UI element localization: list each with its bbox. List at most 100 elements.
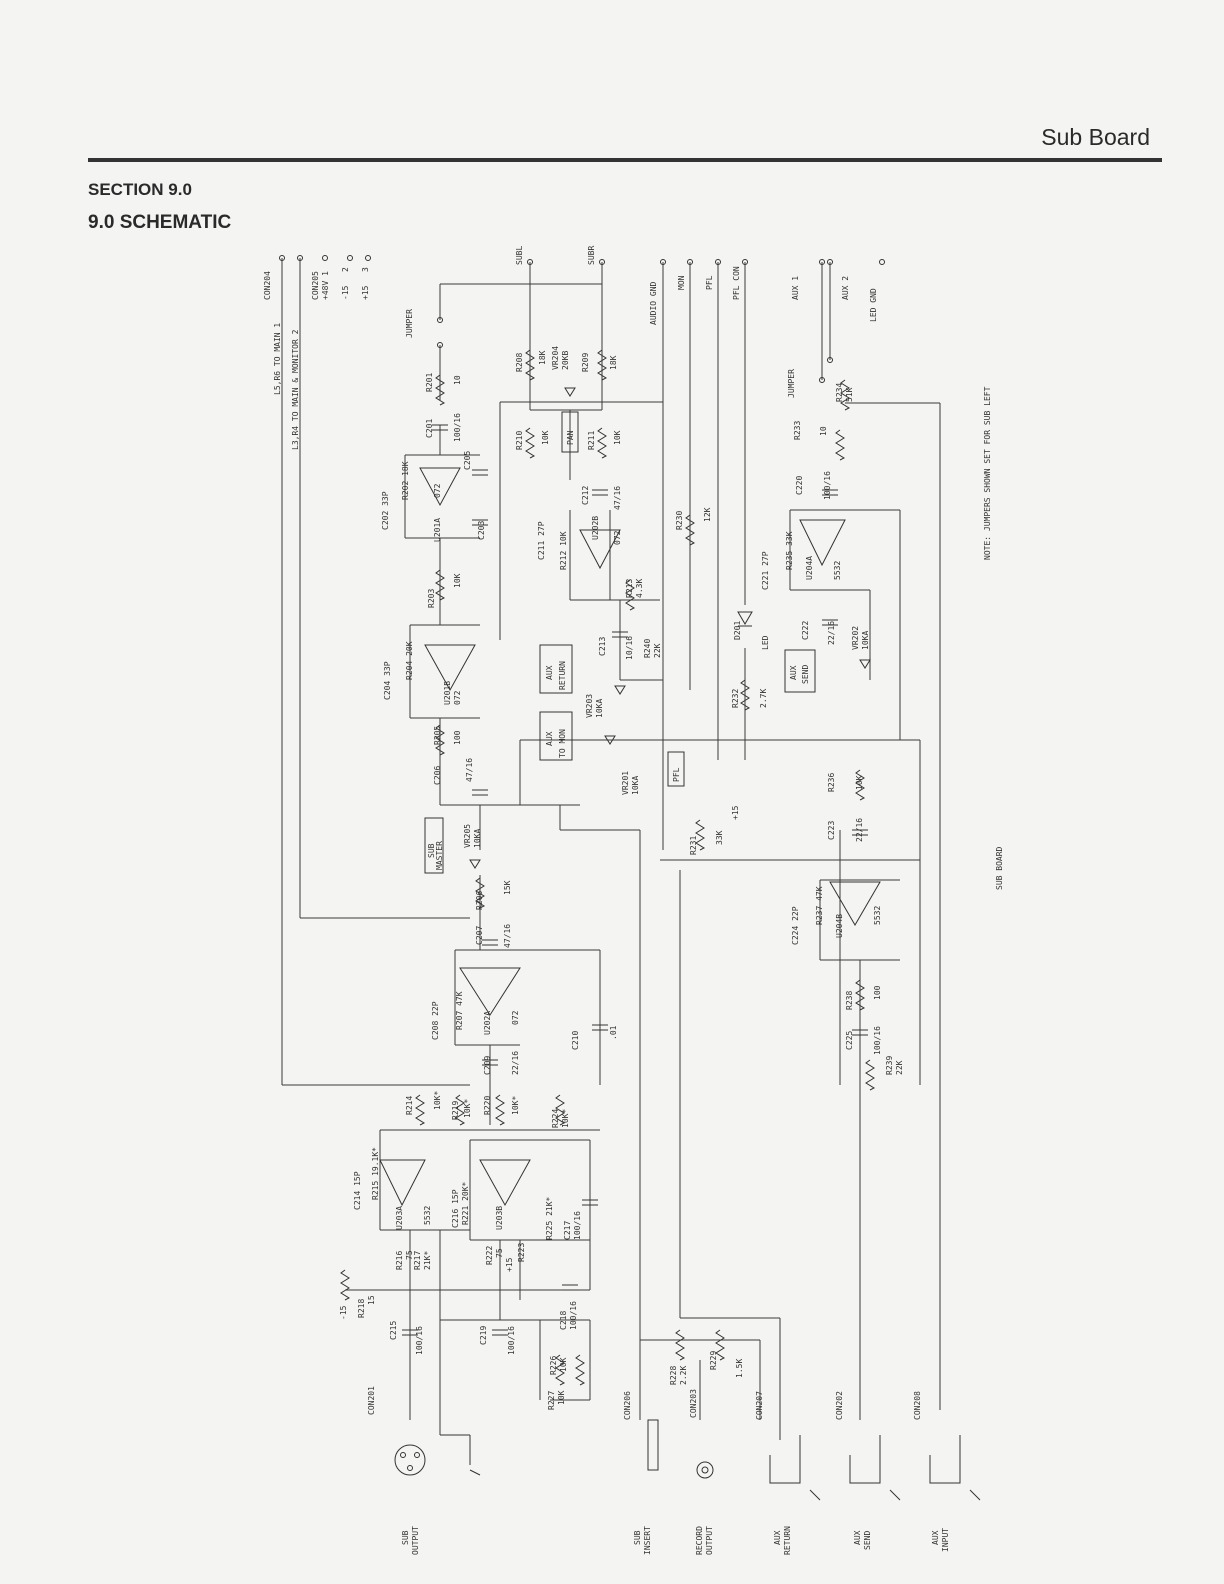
label-c222: C222 [801,621,810,640]
label-plus15: +15 [361,285,370,300]
label-minus15: -15 [341,285,350,300]
label-c220: C220 [795,476,804,495]
label-pan: PAN [566,430,575,445]
section-heading: SECTION 9.0 [88,180,192,199]
label-r229v: 1.5K [735,1359,744,1378]
label-u204a-type: 5532 [833,561,842,580]
wiring [281,258,941,1440]
label-c215: C215 [389,1321,398,1340]
label-r201v: 10 [453,375,462,385]
label-aux-return-2: RETURN [783,1526,792,1555]
label-led: LED [761,635,770,650]
label-r223: R223 [517,1243,526,1262]
label-v48: +48V 1 [321,271,330,300]
label-led-gnd: LED GND [869,288,878,322]
label-r231v: 33K [715,830,724,845]
label-vr202v: 10KA [861,631,870,650]
label-u202a-type: 072 [511,1010,520,1025]
label-r226v: 10K [559,1357,568,1372]
label-u203a-type: 5532 [423,1206,432,1225]
label-sub-board: SUB BOARD [995,846,1004,890]
label-c206: C206 [433,766,442,785]
label-r206v: 15K [503,880,512,895]
label-c201: C201 [425,419,434,438]
label-sub-insert-2: INSERT [643,1526,652,1555]
label-c219: C219 [479,1326,488,1345]
label-c205: C205 [463,451,472,470]
label-r211: R211 [587,431,596,450]
label-r218: R218 [357,1299,366,1318]
label-r214: R214 [405,1096,414,1115]
label-r205: R205 [433,726,442,745]
label-sub-master-1: SUB [427,843,436,858]
label-con202: CON202 [835,1391,844,1420]
page-title: Sub Board [1041,124,1150,150]
label-mon: MON [677,275,686,290]
label-u201a: U201A [433,518,442,542]
label-r225: R225 21K* [545,1196,554,1240]
label-c213v: 10/16 [625,636,634,660]
label-r212: R212 10K [559,531,568,570]
label-r219v: 10K* [463,1099,472,1118]
label-aux-send-box-2: SEND [801,665,810,684]
capacitors [402,424,868,1336]
label-r239: R239 [885,1056,894,1075]
label-r220v: 10K* [511,1096,520,1115]
label-r203v: 10K [453,573,462,588]
label-c224: C224 22P [791,906,800,945]
label-plus15-mid: +15 [731,805,740,820]
label-aux-send-1: AUX [853,1530,862,1545]
label-aux-input-1: AUX [931,1530,940,1545]
label-sub-insert-1: SUB [633,1530,642,1545]
label-c211: C211 27P [537,521,546,560]
label-r235: R235 33K [785,531,794,570]
label-d201: D201 [733,621,742,640]
label-vr203v: 10KA [595,699,604,718]
label-pfl-con: PFL CON [732,266,741,300]
label-con208: CON208 [913,1391,922,1420]
label-c206v: 47/16 [465,758,474,782]
label-r208v: 18K [538,350,547,365]
label-r233v: 10 [819,426,828,436]
label-u204b: U204B [835,914,844,938]
label-r233: R233 [793,421,802,440]
label-r226: R226 [549,1356,558,1375]
label-r227v: 10K [557,1390,566,1405]
label-r230v: 12K [703,507,712,522]
label-vr202: VR202 [851,626,860,650]
label-r210: R210 [515,431,524,450]
label-r207: R207 47K [455,991,464,1030]
label-c212v: 47/16 [613,486,622,510]
label-c220v: 100/16 [823,471,832,500]
label-r232: R232 [731,689,740,708]
label-r231: R231 [689,836,698,855]
potentiometers [469,387,871,869]
label-vr205: VR205 [463,824,472,848]
label-r205v: 100 [453,730,462,745]
label-r208: R208 [515,353,524,372]
label-c201v: 100/16 [453,413,462,442]
label-u202b-type: 072 [613,530,622,545]
label-l5r6: L5,R6 TO MAIN 1 [273,323,282,395]
label-c212: C212 [581,486,590,505]
label-vr204v: 20KB [561,351,570,370]
label-pin3: 3 [361,267,370,272]
label-r220: R220 [483,1096,492,1115]
label-r224: R224 [551,1109,560,1128]
label-r215: R215 19.1K* [371,1147,380,1200]
label-r222v: 75 [495,1248,504,1258]
label-c209v: 22/16 [511,1051,520,1075]
label-r224v: 10K* [561,1109,570,1128]
label-minus15-low: -15 [339,1305,348,1320]
label-c217v: 100/16 [573,1211,582,1240]
label-u202a: U202A [483,1011,492,1035]
label-aux-return-1: AUX [773,1530,782,1545]
label-aux-send-2: SEND [863,1531,872,1550]
label-r232v: 2.7K [759,689,768,708]
label-c215v: 100/16 [415,1326,424,1355]
label-aux-return-box-2: RETURN [558,661,567,690]
label-c221: C221 27P [761,551,770,590]
label-r237: R237 47K [815,886,824,925]
label-r229: R229 [709,1351,718,1370]
